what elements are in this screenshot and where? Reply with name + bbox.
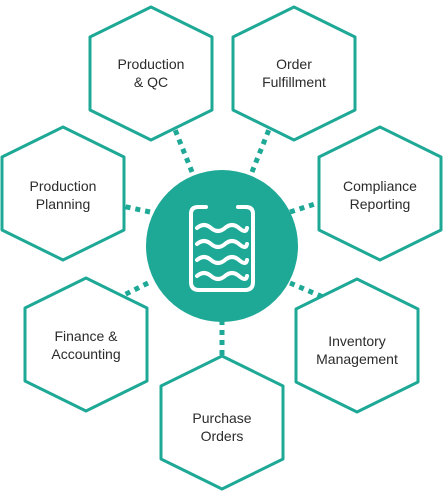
- hexagon-finance-accounting: [23, 276, 149, 413]
- connector-production-planning: [121, 203, 151, 215]
- connector-inventory-management: [289, 280, 324, 300]
- connector-finance-accounting: [118, 280, 150, 300]
- connector-compliance-reporting: [289, 200, 319, 215]
- hexagon-order-fulfillment: [231, 5, 357, 142]
- connector-production-qc: [171, 126, 195, 173]
- hexagon-purchase-orders: [159, 354, 285, 491]
- hexagon-production-planning: [0, 125, 126, 262]
- data-storage-icon: [189, 205, 255, 292]
- connector-order-fulfillment: [249, 126, 273, 173]
- hexagon-compliance-reporting: [317, 125, 443, 262]
- hexagon-inventory-management: [294, 277, 420, 414]
- hexagon-production-qc: [88, 5, 214, 142]
